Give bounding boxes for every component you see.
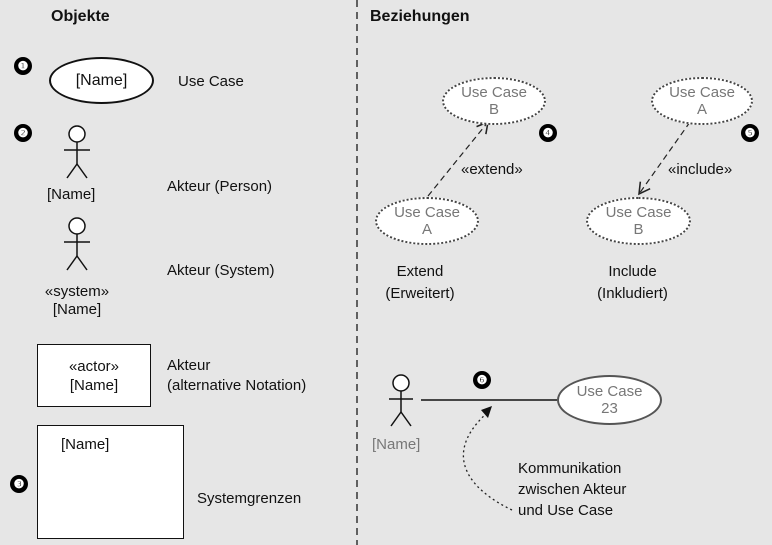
include-target-usecase: Use Case B <box>586 197 691 245</box>
include-target-line1: Use Case <box>605 204 672 221</box>
actor-system-name: [Name] <box>52 301 102 318</box>
include-relation-label: «include» <box>668 161 733 178</box>
actor-person-figure <box>64 125 90 179</box>
actor-system-stereotype: «system» <box>44 283 110 300</box>
communication-usecase: Use Case 23 <box>557 375 662 425</box>
use-case-label: Use Case <box>178 73 244 90</box>
actor-system-label: Akteur (System) <box>167 262 275 279</box>
include-caption: Include (Inkludiert) <box>575 261 690 305</box>
actor-person-label: Akteur (Person) <box>167 178 273 195</box>
actor-alternative-box: «actor» [Name] <box>37 344 151 407</box>
marker-3: ❸ <box>10 475 28 493</box>
system-boundary-label: Systemgrenzen <box>197 490 302 507</box>
extend-target-line2: B <box>488 101 499 118</box>
include-source-line2: A <box>696 101 707 118</box>
system-boundary-box: [Name] <box>37 425 184 539</box>
annotation-pointer <box>462 411 513 511</box>
extend-source-line1: Use Case <box>394 204 460 221</box>
use-case-name: [Name] <box>75 71 128 89</box>
include-caption-line2: (Inkludiert) <box>597 285 668 302</box>
actor-system-figure <box>64 217 90 271</box>
objects-heading: Objekte <box>51 8 110 25</box>
actor-alt-label: Akteur (alternative Notation) <box>167 356 306 396</box>
include-source-usecase: Use Case A <box>651 77 753 125</box>
include-arrow <box>638 121 691 196</box>
marker-5: ❺ <box>741 124 759 142</box>
extend-caption-line2: (Erweitert) <box>385 285 455 302</box>
marker-6: ❻ <box>473 371 491 389</box>
extend-target-line1: Use Case <box>461 84 527 101</box>
extend-source-line2: A <box>421 221 432 238</box>
extend-target-usecase: Use Case B <box>442 77 546 125</box>
communication-uc-line2: 23 <box>601 400 618 417</box>
communication-note-line1: Kommunikation <box>518 460 622 477</box>
extend-caption: Extend (Erweitert) <box>370 261 470 305</box>
extend-arrow <box>427 120 490 197</box>
system-boundary-name: [Name] <box>61 436 110 453</box>
actor-alt-label-line2: (alternative Notation) <box>167 377 307 394</box>
actor-communication-figure <box>389 374 413 427</box>
marker-2: ❷ <box>14 124 32 142</box>
communication-actor-name: [Name] <box>372 436 421 453</box>
communication-uc-line1: Use Case <box>576 383 643 400</box>
use-case-ellipse: [Name] <box>49 57 154 104</box>
actor-system-caption: «system» [Name] <box>32 283 122 319</box>
include-target-line2: B <box>633 221 644 238</box>
relations-heading: Beziehungen <box>370 8 470 25</box>
actor-alt-stereotype: «actor» <box>68 357 120 375</box>
actor-alt-label-line1: Akteur <box>167 357 211 374</box>
extend-relation-label: «extend» <box>461 161 523 178</box>
communication-note: Kommunikation zwischen Akteur und Use Ca… <box>518 458 626 521</box>
actor-person-name: [Name] <box>47 186 96 203</box>
marker-1: ❶ <box>14 57 32 75</box>
extend-caption-line1: Extend <box>396 263 444 280</box>
actor-alt-name: [Name] <box>69 376 119 394</box>
communication-note-line2: zwischen Akteur <box>518 481 627 498</box>
include-source-line1: Use Case <box>669 84 735 101</box>
extend-source-usecase: Use Case A <box>375 197 479 245</box>
include-caption-line1: Include <box>608 263 657 280</box>
annotation-pointer-head <box>481 406 492 418</box>
marker-4: ❹ <box>539 124 557 142</box>
communication-note-line3: und Use Case <box>518 502 614 519</box>
